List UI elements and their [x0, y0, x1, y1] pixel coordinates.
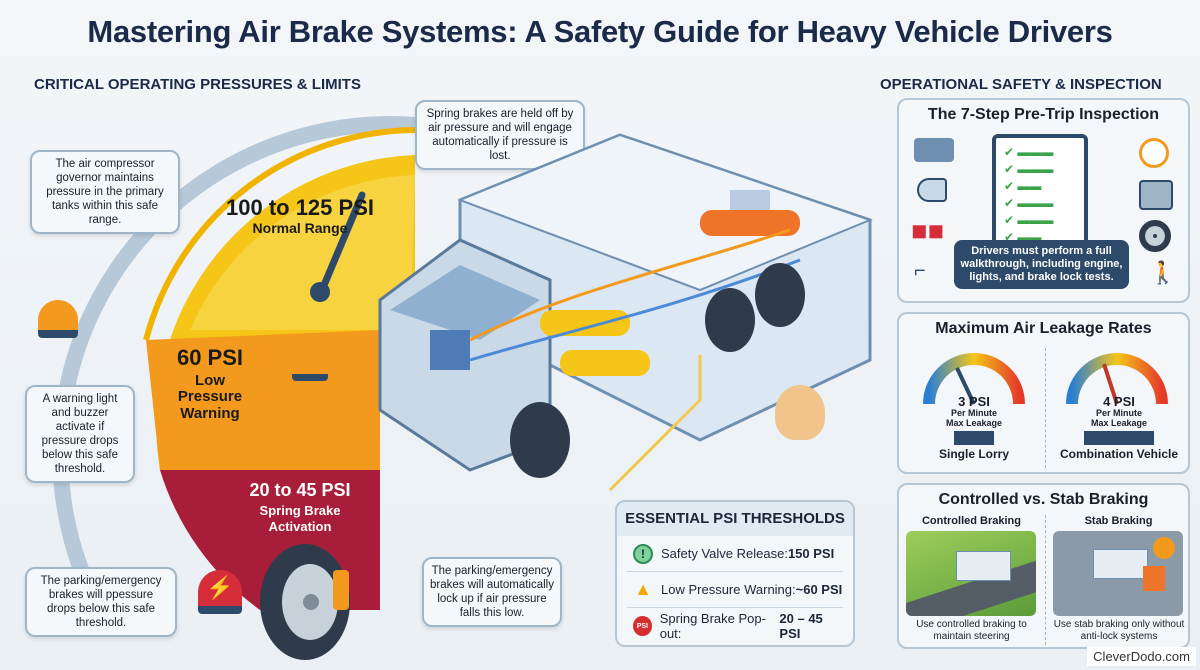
governor-callout: The air compressor governor maintains pr… [30, 150, 180, 234]
threshold-item: ! Safety Valve Release: 150 PSI [627, 536, 843, 572]
controlled-braking-label: Controlled Braking [921, 515, 1021, 527]
vehicle-label: Combination Vehicle [1059, 447, 1179, 461]
leakage-title: Maximum Air Leakage Rates [935, 320, 1152, 337]
brake-lights-icon: ◼◼ [911, 220, 945, 242]
pressure-gauge-icon [1139, 138, 1169, 168]
watermark: CleverDodo.com [1087, 647, 1196, 666]
low-pressure-label: Pressure [177, 388, 243, 405]
inspection-title: The 7-Step Pre-Trip Inspection [927, 106, 1160, 123]
control-panel-icon [1139, 180, 1173, 210]
leakage-value: 3 PSI [958, 394, 990, 409]
gauge-rim [52, 116, 416, 625]
leakage-gauge-combination [1066, 353, 1168, 405]
psi-thresholds-title: ESSENTIAL PSI THRESHOLDS [617, 502, 853, 536]
warning-triangle-icon: ▲ [634, 579, 652, 599]
wheel-brake-icon [260, 544, 350, 660]
page-title: Mastering Air Brake Systems: A Safety Gu… [87, 14, 1113, 49]
threshold-value: 20 – 45 PSI [779, 611, 823, 641]
psi-thresholds-box: ESSENTIAL PSI THRESHOLDS ! Safety Valve R… [615, 500, 855, 647]
low-pressure-label: Low [195, 372, 225, 389]
spring-brake-callout: Spring brakes are held off by air pressu… [415, 100, 585, 170]
spring-brake-label: Spring Brake [259, 503, 341, 518]
warning-light-callout: A warning light and buzzer activate if p… [25, 385, 135, 483]
leakage-unit: Per Minute [950, 408, 997, 418]
stab-braking-caption: Use stab braking only without anti-lock … [1053, 619, 1185, 642]
normal-range-label: Normal Range [252, 220, 348, 236]
pre-trip-inspection-panel: The 7-Step Pre-Trip Inspection ✔ ▬▬▬✔ ▬▬… [897, 98, 1190, 303]
dodo-mascot-icon [775, 385, 825, 440]
warning-beacon-icon [292, 345, 328, 381]
lorry-icon [954, 431, 994, 445]
engine-icon [914, 138, 954, 162]
emergency-beacon-icon: ⚡ [198, 570, 242, 614]
controlled-braking-image [906, 531, 1036, 616]
leakage-needle [1102, 363, 1119, 405]
tire-icon [1139, 220, 1171, 252]
controlled-braking-caption: Use controlled braking to maintain steer… [916, 619, 1027, 642]
right-section-heading: OPERATIONAL SAFETY & INSPECTION [880, 76, 1162, 93]
skid-warning-icon [1153, 537, 1175, 559]
leakage-needle [955, 367, 976, 405]
combination-vehicle-icon [1084, 431, 1154, 445]
leakage-unit: Per Minute [1095, 408, 1142, 418]
left-section-heading: CRITICAL OPERATING PRESSURES & LIMITS [34, 76, 361, 93]
headlight-icon [917, 178, 947, 202]
stab-braking-image [1053, 531, 1183, 616]
low-pressure-value: 60 PSI [176, 345, 244, 370]
threshold-label: Spring Brake Pop-out: [659, 611, 766, 641]
normal-range-value: 100 to 125 PSI [226, 195, 374, 220]
threshold-value: ~60 PSI [795, 582, 843, 597]
stab-braking-label: Stab Braking [1084, 515, 1153, 527]
braking-panel: Controlled vs. Stab Braking Controlled B… [897, 483, 1190, 649]
psi-warning-icon: PSI [633, 616, 652, 636]
pedal-icon: ⌐ [914, 260, 926, 282]
gauge-needle [318, 191, 366, 294]
walking-person-icon: 🚶 [1149, 260, 1177, 285]
leakage-gauge-single [923, 353, 1025, 405]
air-leakage-panel: Maximum Air Leakage Rates 3 PSI Per Minu… [897, 312, 1190, 474]
exclamation-circle-icon: ! [633, 543, 653, 564]
threshold-value: 150 PSI [787, 546, 835, 561]
threshold-label: Safety Valve Release: [661, 546, 788, 561]
spring-brake-label: Activation [268, 519, 332, 534]
threshold-item: ▲ Low Pressure Warning: ~60 PSI [627, 572, 843, 608]
leakage-value: 4 PSI [1103, 394, 1135, 409]
spring-brake-value: 20 to 45 PSI [249, 480, 351, 500]
vehicle-label: Single Lorry [938, 447, 1009, 461]
warning-beacon-icon [38, 300, 78, 338]
low-pressure-label: Warning [180, 405, 240, 422]
leakage-unit: Max Leakage [945, 418, 1003, 428]
threshold-label: Low Pressure Warning: [661, 582, 796, 597]
braking-title: Controlled vs. Stab Braking [938, 491, 1149, 508]
parking-brake-callout-right: The parking/emergency brakes will automa… [422, 557, 562, 627]
parking-brake-callout-left: The parking/emergency brakes will ppessu… [25, 567, 177, 637]
leakage-unit: Max Leakage [1090, 418, 1148, 428]
threshold-item: PSI Spring Brake Pop-out: 20 – 45 PSI [627, 608, 843, 644]
inspection-caption: Drivers must perform a full walkthrough,… [954, 240, 1129, 289]
truck-illustration [378, 133, 873, 492]
